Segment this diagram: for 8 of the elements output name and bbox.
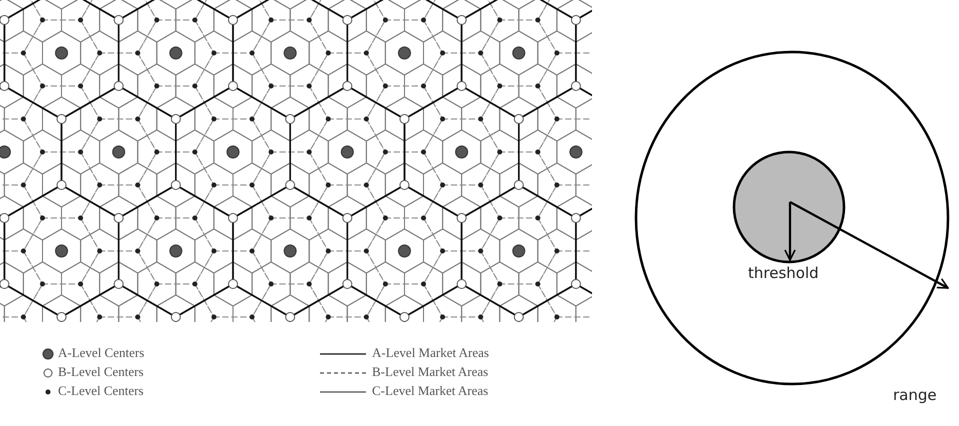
legend-label: A-Level Centers <box>58 345 144 361</box>
legend-label: B-Level Centers <box>58 364 144 380</box>
radius-label: threshold <box>748 264 819 282</box>
legend-label: B-Level Market Areas <box>372 364 488 380</box>
legend-label: A-Level Market Areas <box>372 345 489 361</box>
legend-label: C-Level Market Areas <box>372 383 488 399</box>
radius-label: range <box>893 386 937 404</box>
legend-label: C-Level Centers <box>58 383 144 399</box>
